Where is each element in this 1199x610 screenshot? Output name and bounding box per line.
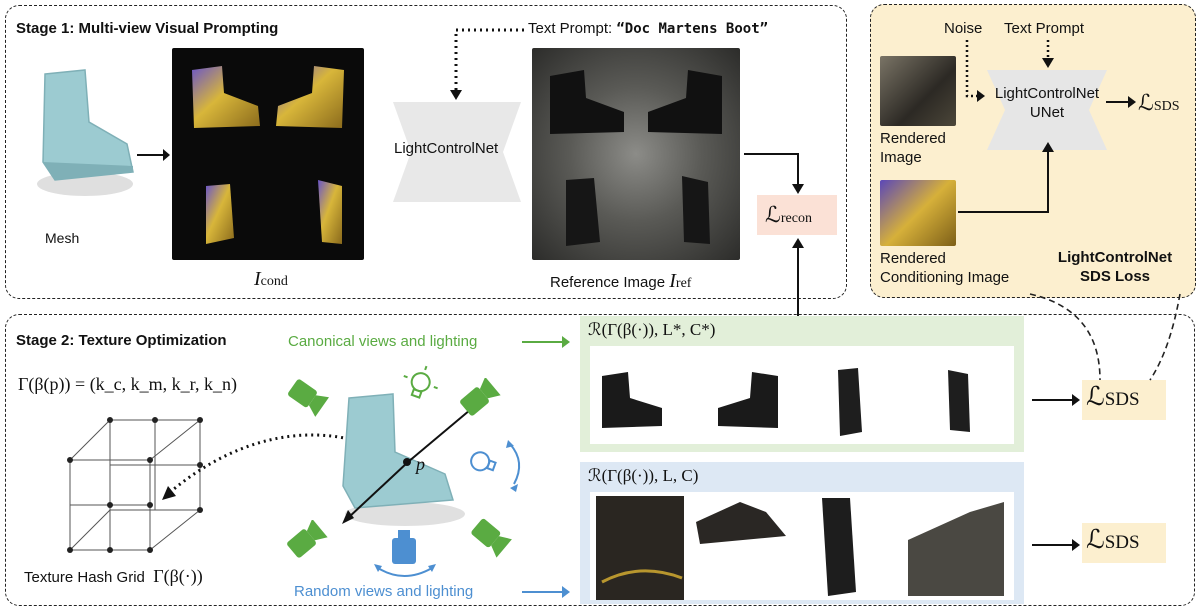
unet-label: LightControlNet UNet bbox=[987, 84, 1107, 122]
hash-grid-formula: Γ(β(·)) bbox=[153, 566, 203, 586]
camera-icon-top-left bbox=[288, 379, 329, 417]
loss-sds-bottom-sub: SDS bbox=[1104, 532, 1140, 553]
conditioning-image-label-2: Conditioning Image bbox=[880, 269, 1010, 286]
canonical-render-label: ℛ(Γ(β(·)), L*, C*) bbox=[588, 320, 716, 339]
lightcontrolnet-block bbox=[393, 102, 521, 202]
sds-prompt-dotted-arrow bbox=[1042, 40, 1054, 68]
hash-grid-label: Texture Hash Grid Γ(β(·)) bbox=[24, 566, 203, 587]
loss-recon-box bbox=[757, 195, 837, 235]
stage2-formula: Γ(β(p)) = (k_c, k_m, k_r, k_n) bbox=[18, 374, 237, 394]
sds-panel-title-1: LightControlNet bbox=[1057, 249, 1173, 266]
camera-icon-bottom-left bbox=[287, 520, 328, 558]
bulb-icon-blue bbox=[470, 440, 521, 492]
sds-panel-loss: ℒSDS bbox=[1138, 90, 1180, 116]
canonical-render-images bbox=[590, 346, 1014, 444]
text-prompt: Text Prompt: “Doc Martens Boot” bbox=[528, 20, 768, 37]
noise-dotted-arrow bbox=[965, 40, 985, 102]
rendered-image-label: Rendered Image bbox=[880, 129, 946, 167]
stage1-title: Stage 1: Multi-view Visual Prompting bbox=[16, 20, 279, 37]
random-label: Random views and lighting bbox=[294, 583, 474, 600]
loss-recon-label: ℒrecon bbox=[765, 202, 812, 228]
unet-line2: UNet bbox=[1029, 104, 1065, 121]
stage2-frame bbox=[5, 314, 1195, 606]
loss-sds-bottom-main: ℒ bbox=[1086, 525, 1105, 554]
loss-sds-bottom-label: ℒSDS bbox=[1086, 525, 1140, 555]
random-render-images bbox=[590, 492, 1014, 600]
sds-text-prompt-label: Text Prompt bbox=[1004, 20, 1085, 37]
loss-recon-main: ℒ bbox=[765, 202, 781, 227]
arrow-ref-to-recon bbox=[744, 153, 804, 194]
stage1-frame bbox=[5, 5, 847, 299]
loss-sds-box-bottom bbox=[1082, 523, 1166, 563]
random-render-label: ℛ(Γ(β(·)), L, C) bbox=[588, 466, 699, 485]
canonical-arrow bbox=[522, 336, 570, 348]
camera-icon-top-right bbox=[460, 378, 501, 416]
lightcontrolnet-label: LightControlNet bbox=[394, 140, 499, 157]
reference-images bbox=[532, 48, 740, 260]
bulb-icon-green bbox=[403, 365, 438, 399]
prompt-dotted-arrow bbox=[450, 28, 524, 100]
camera-icon-bottom-right bbox=[471, 518, 512, 558]
sds-panel-title: LightControlNet SDS Loss bbox=[1040, 248, 1190, 286]
sds-panel bbox=[870, 4, 1196, 298]
canonical-label: Canonical views and lighting bbox=[288, 333, 478, 350]
arrow-random-to-sds bbox=[1032, 539, 1080, 551]
sds-panel-title-2: SDS Loss bbox=[1079, 268, 1151, 285]
rendered-image-label-2: Image bbox=[880, 149, 922, 166]
hash-grid-cube bbox=[67, 417, 203, 553]
conditioning-images bbox=[172, 48, 364, 260]
arrow-cond-to-unet bbox=[958, 142, 1054, 213]
stage2-boot-mesh bbox=[342, 393, 465, 526]
loss-recon-sub: recon bbox=[780, 211, 812, 226]
stage2-title: Stage 2: Texture Optimization bbox=[16, 332, 227, 349]
camera-rays bbox=[342, 409, 471, 524]
sds-panel-loss-sub: SDS bbox=[1153, 99, 1180, 114]
noise-label: Noise bbox=[944, 20, 983, 37]
camera-icon-bottom bbox=[374, 530, 436, 577]
unet-block bbox=[987, 70, 1107, 150]
hash-grid-label-text: Texture Hash Grid bbox=[24, 569, 145, 586]
mesh-boot-image bbox=[15, 62, 140, 202]
point-label: p bbox=[416, 454, 425, 474]
random-arrow bbox=[522, 586, 570, 598]
rendered-image-thumb bbox=[880, 56, 956, 126]
cond-label-sub: cond bbox=[260, 274, 288, 289]
sds-panel-loss-main: ℒ bbox=[1138, 90, 1154, 115]
unet-line1: LightControlNet bbox=[994, 85, 1100, 102]
cond-label-main: I bbox=[254, 268, 261, 290]
mesh-label: Mesh bbox=[45, 230, 80, 246]
reference-label: Reference Image Iref bbox=[550, 270, 691, 293]
arrow-canonical-to-sds bbox=[1032, 394, 1080, 406]
sds-panel-connector bbox=[1029, 293, 1181, 381]
ref-label-main: I bbox=[669, 270, 676, 292]
conditioning-image-thumb bbox=[880, 180, 956, 246]
ref-label-sub: ref bbox=[675, 276, 692, 291]
rendered-image-label-1: Rendered bbox=[880, 130, 946, 147]
text-prompt-value: “Doc Martens Boot” bbox=[616, 21, 769, 37]
reference-label-prefix: Reference Image bbox=[550, 274, 670, 291]
conditioning-image-label-1: Rendered bbox=[880, 250, 946, 267]
conditioning-image-label: Rendered Conditioning Image bbox=[880, 249, 1009, 287]
arrow-mesh-to-cond bbox=[137, 149, 170, 161]
cond-label: Icond bbox=[254, 268, 288, 291]
loss-sds-top-main: ℒ bbox=[1086, 382, 1105, 411]
loss-sds-box-top bbox=[1082, 380, 1166, 420]
text-prompt-prefix: Text Prompt: bbox=[528, 20, 617, 37]
arrow-unet-to-loss bbox=[1106, 96, 1136, 108]
loss-sds-top-sub: SDS bbox=[1104, 389, 1140, 410]
loss-sds-top-label: ℒSDS bbox=[1086, 382, 1140, 412]
